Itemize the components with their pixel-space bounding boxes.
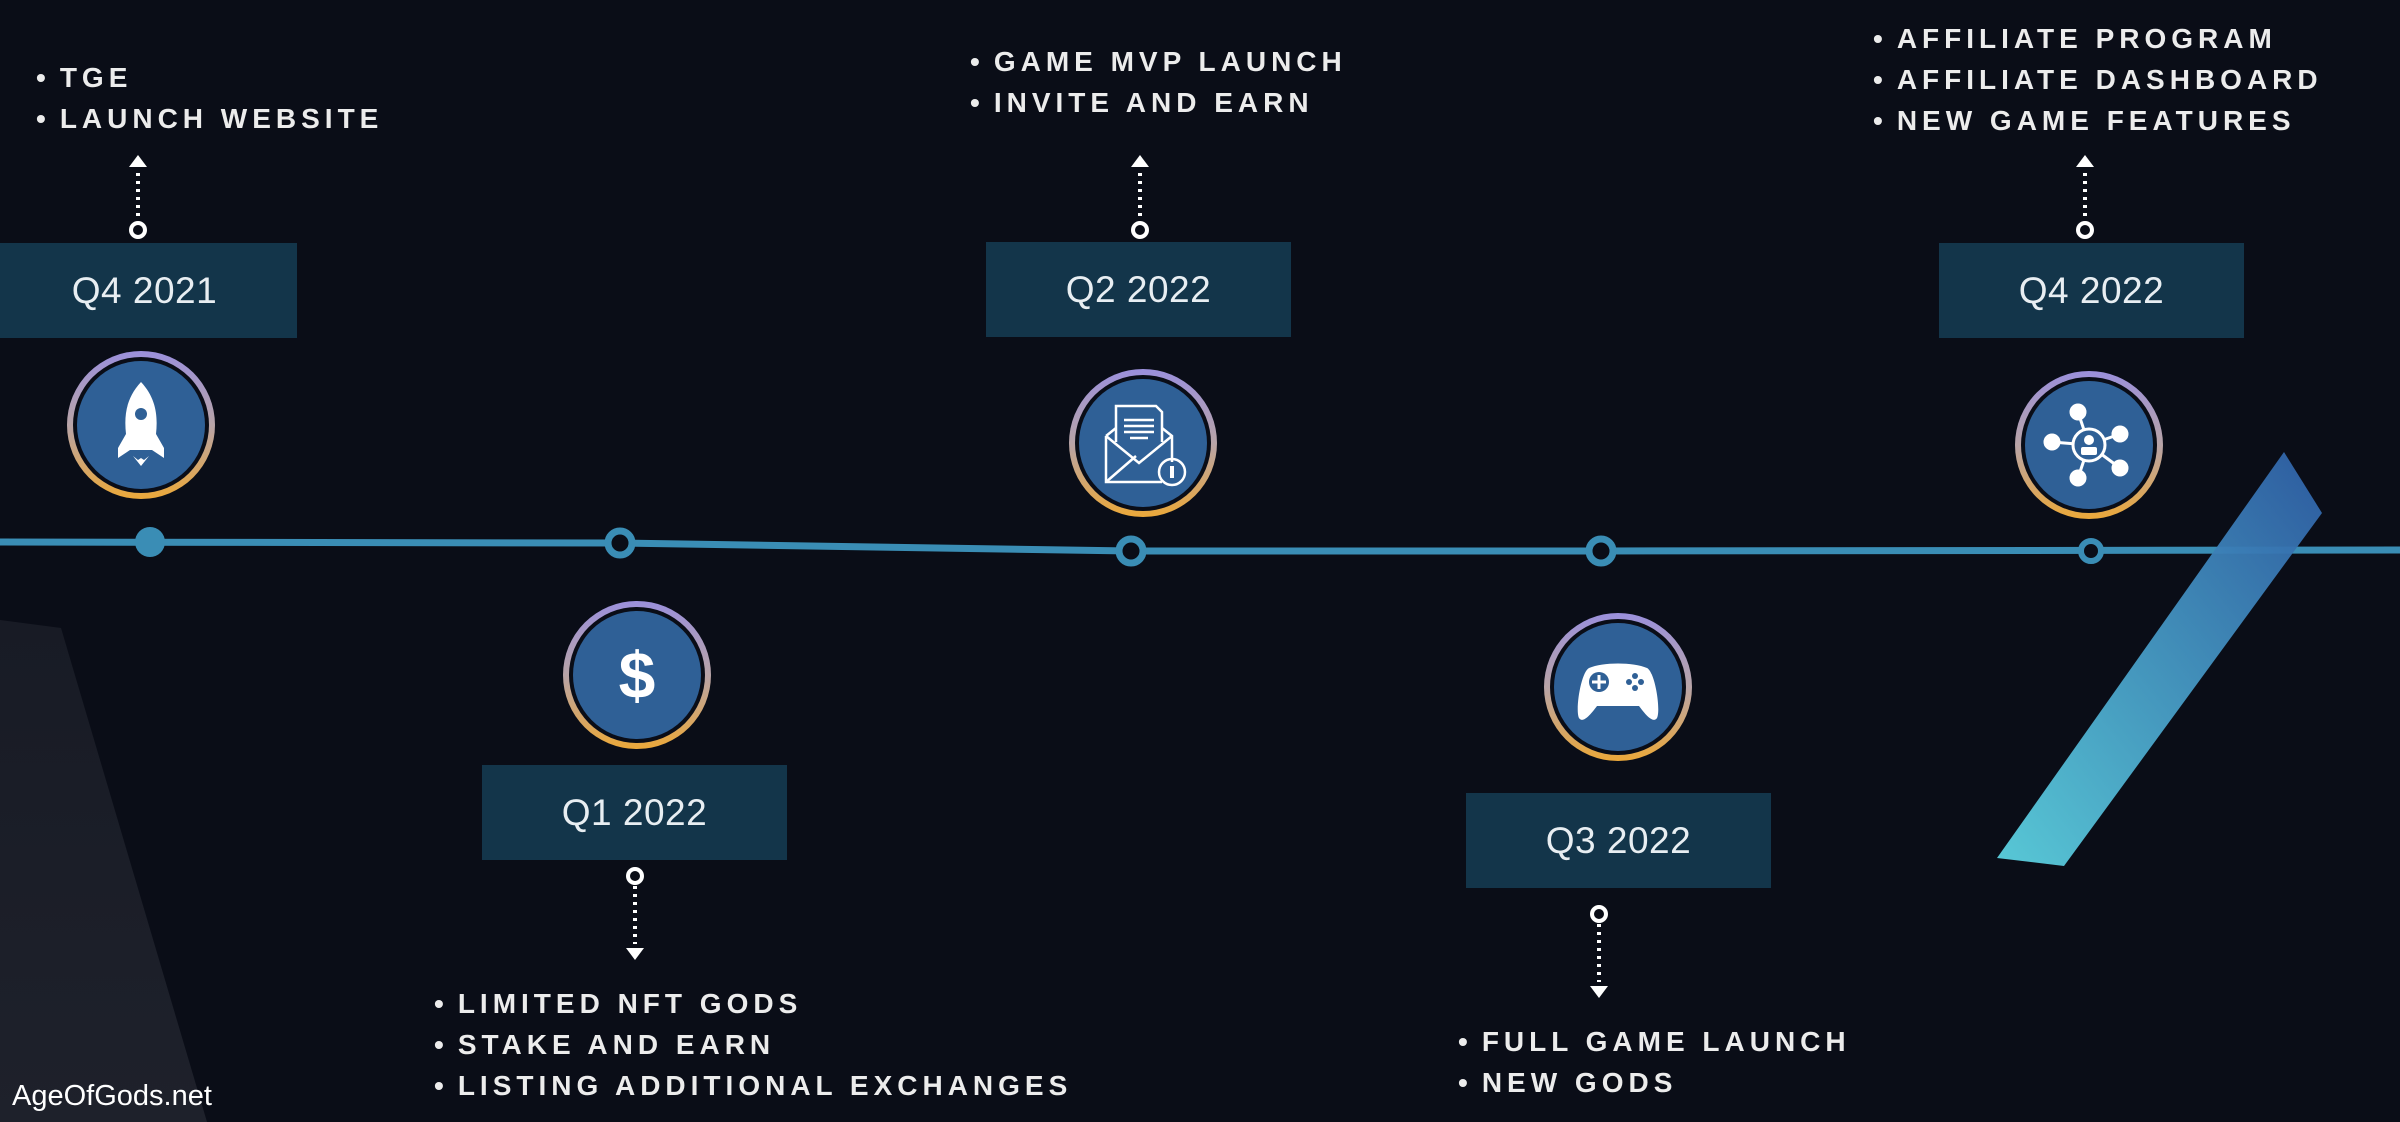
arrow-up-connector-icon: [129, 155, 147, 239]
list-item: INVITE AND EARN: [970, 82, 1347, 123]
milestone-q2-2022-items: GAME MVP LAUNCH INVITE AND EARN: [970, 41, 1347, 123]
milestone-q1-2022-items: LIMITED NFT GODS STAKE AND EARN LISTING …: [434, 983, 1072, 1106]
rocket-icon: [67, 351, 215, 499]
quarter-label: Q2 2022: [1065, 268, 1212, 310]
list-item: NEW GODS: [1458, 1062, 1851, 1103]
quarter-box-q4-2021: Q4 2021: [0, 243, 297, 338]
quarter-label: Q3 2022: [1545, 819, 1692, 861]
timeline-node: [2078, 538, 2104, 564]
list-item: TGE: [36, 57, 383, 98]
list-item: AFFILIATE PROGRAM: [1873, 18, 2323, 59]
mail-invite-icon: [1069, 369, 1217, 517]
arrow-up-connector-icon: [1131, 155, 1149, 239]
list-item: NEW GAME FEATURES: [1873, 100, 2323, 141]
quarter-box-q4-2022: Q4 2022: [1939, 243, 2244, 338]
quarter-label: Q1 2022: [561, 791, 708, 833]
quarter-box-q1-2022: Q1 2022: [482, 765, 787, 860]
quarter-box-q3-2022: Q3 2022: [1466, 793, 1771, 888]
timeline-node: [604, 527, 636, 559]
list-item: GAME MVP LAUNCH: [970, 41, 1347, 82]
timeline-node-filled: [135, 527, 165, 557]
arrow-down-connector-icon: [1590, 905, 1608, 998]
list-item: FULL GAME LAUNCH: [1458, 1021, 1851, 1062]
decorative-left-shape: [0, 620, 207, 1122]
list-item: LIMITED NFT GODS: [434, 983, 1072, 1024]
decorative-ribbon: [1997, 452, 2322, 866]
quarter-label: Q4 2022: [2018, 269, 2165, 311]
watermark: AgeOfGods.net: [12, 1080, 212, 1112]
arrow-up-connector-icon: [2076, 155, 2094, 239]
list-item: LISTING ADDITIONAL EXCHANGES: [434, 1065, 1072, 1106]
dollar-icon: $: [563, 601, 711, 749]
quarter-box-q2-2022: Q2 2022: [986, 242, 1291, 337]
arrow-down-connector-icon: [626, 867, 644, 960]
network-icon: [2015, 371, 2163, 519]
timeline-node: [1115, 535, 1147, 567]
list-item: AFFILIATE DASHBOARD: [1873, 59, 2323, 100]
quarter-label: Q4 2021: [71, 269, 218, 311]
svg-text:$: $: [619, 638, 656, 712]
milestone-q3-2022-items: FULL GAME LAUNCH NEW GODS: [1458, 1021, 1851, 1103]
milestone-q4-2022-items: AFFILIATE PROGRAM AFFILIATE DASHBOARD NE…: [1873, 18, 2323, 141]
list-item: STAKE AND EARN: [434, 1024, 1072, 1065]
timeline-line: [0, 538, 2400, 555]
list-item: LAUNCH WEBSITE: [36, 98, 383, 139]
gamepad-icon: [1544, 613, 1692, 761]
milestone-q4-2021-items: TGE LAUNCH WEBSITE: [36, 57, 383, 139]
timeline-node: [1585, 535, 1617, 567]
